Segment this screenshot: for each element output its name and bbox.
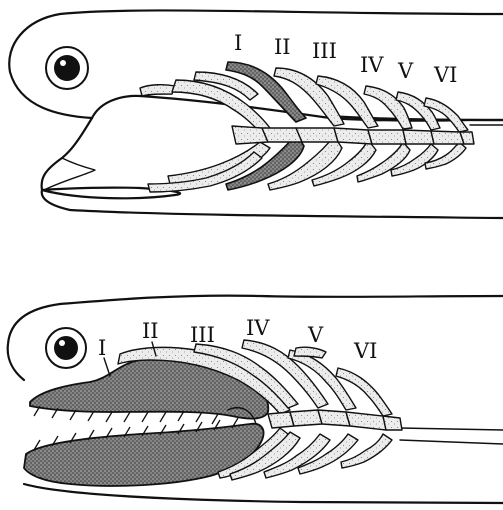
bottom-body-line <box>400 428 503 430</box>
bottom-label-IV: IV <box>246 316 270 340</box>
bottom-panel-jawed-fish: I II III IV V VI <box>8 296 503 503</box>
top-mouth-line <box>44 158 95 190</box>
bottom-label-I-leader <box>104 358 110 376</box>
top-arch-0-upper <box>172 80 270 132</box>
top-label-IV: IV <box>360 53 384 77</box>
top-panel-jawless-fish: I II III IV V VI <box>9 10 503 218</box>
bottom-body-lower-outline <box>24 484 503 503</box>
bottom-eye <box>46 328 86 368</box>
top-label-V: V <box>397 59 414 83</box>
top-label-II: II <box>274 35 291 59</box>
bottom-label-I: I <box>98 336 106 360</box>
top-label-I: I <box>234 31 242 55</box>
bottom-label-VI: VI <box>353 339 377 363</box>
top-eye <box>46 47 88 89</box>
bottom-label-II: II <box>142 319 159 343</box>
top-label-III: III <box>312 39 337 63</box>
bottom-body-line-2 <box>400 440 503 444</box>
bottom-label-III: III <box>190 323 215 347</box>
top-label-VI: VI <box>433 63 457 87</box>
bottom-label-V: V <box>307 323 324 347</box>
top-arch-anterior-fragment <box>140 85 175 96</box>
bottom-arch-extra-element <box>294 347 326 358</box>
